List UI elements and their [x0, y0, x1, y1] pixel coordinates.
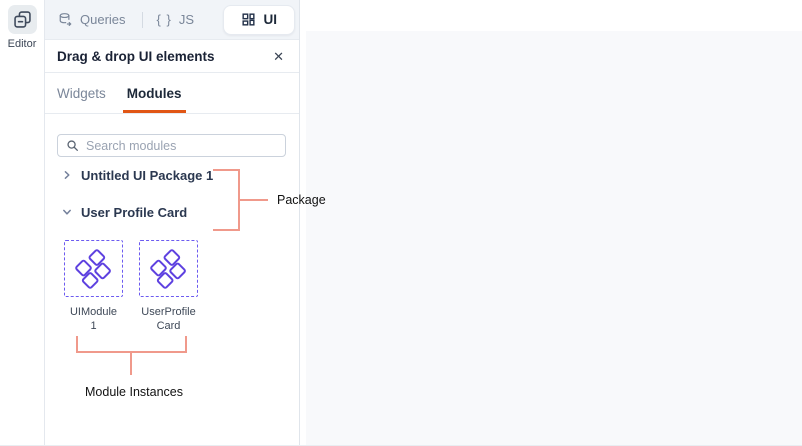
diamonds-icon: [148, 248, 190, 290]
chevron-down-icon: [62, 207, 72, 217]
panel-header: Drag & drop UI elements ✕: [45, 40, 299, 73]
panel-tabs: Widgets Modules: [45, 73, 299, 114]
module-instance: UIModule 1: [64, 240, 123, 333]
module-instances-bracket-left-stem: [76, 336, 78, 353]
canvas[interactable]: [306, 31, 802, 445]
package-bracket-mid-tick: [240, 199, 268, 201]
package-row-user-profile-card[interactable]: User Profile Card: [57, 198, 286, 226]
strip-divider: [141, 11, 143, 28]
panel-title: Drag & drop UI elements: [57, 48, 215, 64]
main-area: [300, 0, 802, 445]
search-box: [57, 134, 286, 157]
package-label: Untitled UI Package 1: [81, 167, 214, 183]
tab-queries[interactable]: Queries: [58, 12, 126, 27]
package-row-untitled-ui-package-1[interactable]: Untitled UI Package 1: [57, 161, 286, 189]
close-icon[interactable]: ✕: [273, 48, 284, 64]
package-bracket-vertical: [238, 169, 240, 231]
module-card-uimodule1[interactable]: [64, 240, 123, 297]
grid-icon: [241, 12, 256, 27]
editor-mode-strip: Queries { } JS UI: [45, 0, 299, 40]
package-bracket-bottom-tick: [213, 229, 240, 231]
module-instance-name: UserProfileCard: [141, 306, 196, 332]
tab-js[interactable]: { } JS: [157, 12, 194, 27]
search-input[interactable]: [86, 138, 277, 153]
module-instance-name: UIModule 1: [69, 306, 118, 332]
tab-queries-label: Queries: [80, 12, 126, 27]
panel-content: Untitled UI Package 1 User Profile Card: [45, 114, 299, 333]
tab-ui-label: UI: [263, 12, 278, 27]
tab-js-label: JS: [178, 12, 194, 27]
chevron-right-icon: [62, 170, 72, 180]
module-instance: UserProfileCard: [139, 240, 198, 333]
database-icon: [58, 12, 73, 27]
left-rail: Editor: [0, 0, 45, 445]
magnifier-icon: [66, 139, 79, 152]
tab-ui[interactable]: UI: [222, 4, 295, 35]
tab-widgets[interactable]: Widgets: [57, 85, 106, 101]
module-instances-bracket-center-stem: [130, 351, 132, 375]
module-instances-bracket-right-stem: [185, 336, 187, 353]
package-annotation-label: Package: [277, 193, 326, 207]
pages-icon: [12, 9, 33, 30]
module-instances-row: UIModule 1 UserProfileCar: [57, 240, 286, 333]
module-instances-annotation-label: Module Instances: [85, 385, 183, 399]
braces-icon: { }: [156, 12, 172, 27]
package-label: User Profile Card: [81, 204, 188, 220]
editor-label: Editor: [7, 38, 37, 50]
side-panel: Queries { } JS UI Dr: [45, 0, 300, 445]
tab-modules[interactable]: Modules: [123, 73, 186, 113]
editor-button[interactable]: [7, 5, 37, 34]
module-card-userprofilecard[interactable]: [139, 240, 198, 297]
package-bracket-top-tick: [213, 169, 240, 171]
diamonds-icon: [73, 248, 115, 290]
